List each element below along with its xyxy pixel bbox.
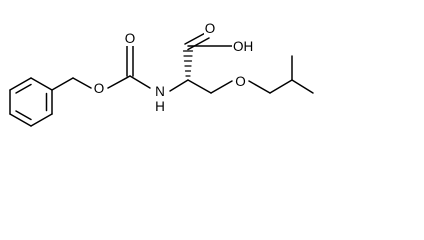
bond-ch2-ether-o xyxy=(210,80,233,94)
label-ether-o: O xyxy=(234,73,247,89)
bond-n-alpha xyxy=(169,79,189,92)
ring-bond xyxy=(30,113,53,127)
bond-o-carbonyl xyxy=(107,75,131,89)
bond-ring-ch2 xyxy=(51,77,74,91)
atom-h: H xyxy=(155,99,165,114)
atom-oh: OH xyxy=(233,39,253,54)
bond-ch2-ch xyxy=(269,79,293,94)
ring-bond xyxy=(9,77,32,91)
stereo-hash-bond xyxy=(182,50,194,77)
atom-n: N xyxy=(155,84,165,99)
structure-canvas: O O N H O OH O xyxy=(9,20,314,127)
ring-double-bond xyxy=(15,83,32,94)
label-carbamate-carbonyl-o: O xyxy=(124,30,136,46)
bond-carbonyl-n xyxy=(129,75,151,89)
ring-double-bond xyxy=(15,110,32,121)
label-nitrogen: N xyxy=(151,83,168,99)
ring-bond xyxy=(9,113,32,127)
label-nitrogen-h: H xyxy=(155,99,165,114)
benzene-ring xyxy=(9,77,53,127)
bond-alpha-ch2 xyxy=(187,79,212,94)
label-acid-carbonyl-o: O xyxy=(204,20,216,36)
atom-o: O xyxy=(125,31,136,46)
bond-ch-ch3-right xyxy=(291,79,314,94)
atom-o: O xyxy=(235,74,246,89)
bond-ether-o-ch2 xyxy=(248,80,271,94)
bond-acid-c-o-double xyxy=(187,37,210,51)
ring-bond xyxy=(30,77,53,91)
molecule-diagram: O O N H O OH O xyxy=(9,20,314,127)
label-carbamate-ester-o: O xyxy=(93,80,105,96)
atom-o: O xyxy=(94,81,105,96)
label-acid-oh: OH xyxy=(232,38,256,54)
bond-ch2-o xyxy=(72,77,92,89)
atom-o: O xyxy=(205,21,216,36)
